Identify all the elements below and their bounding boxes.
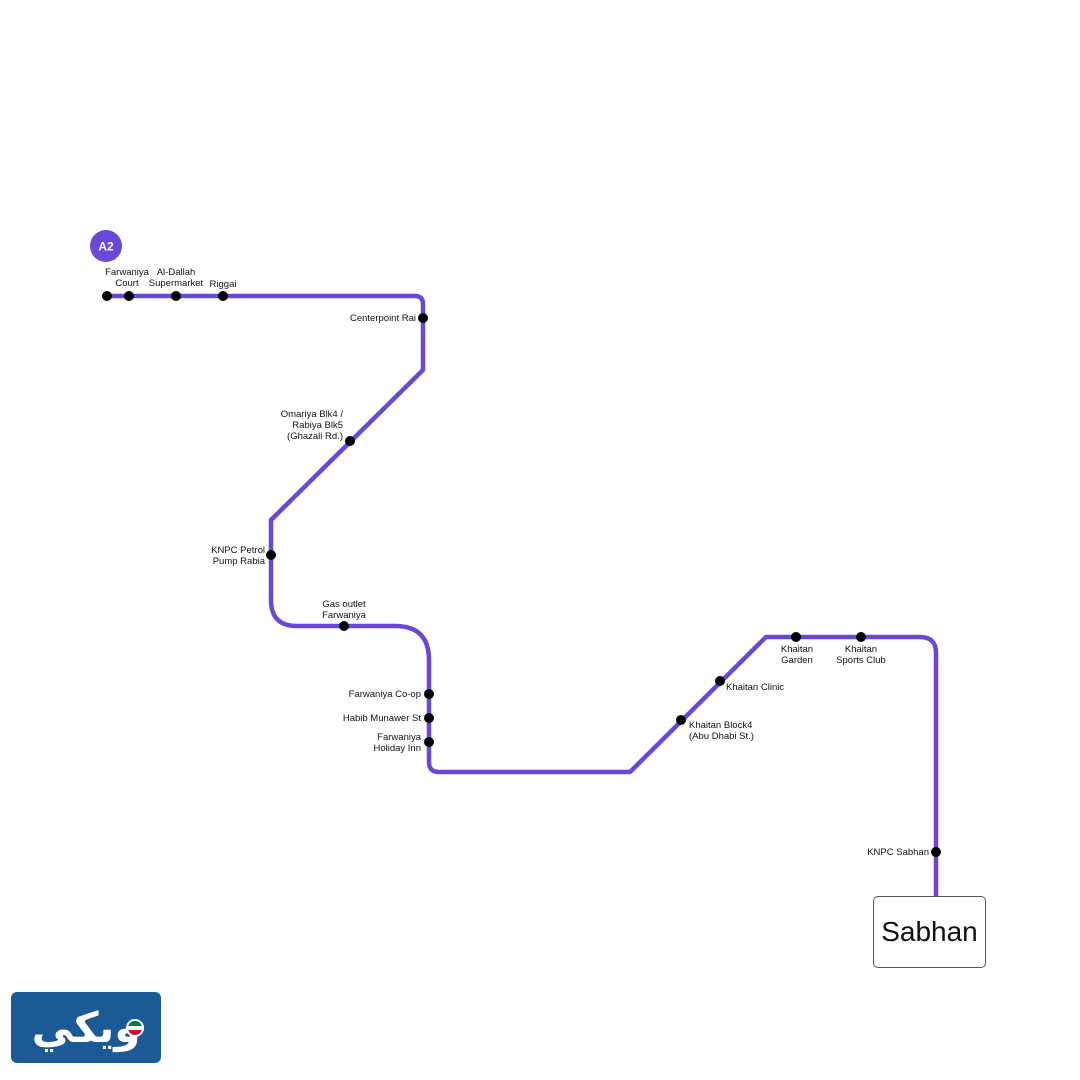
stop-dot-s2 — [171, 291, 181, 301]
stop-dot-s4 — [418, 313, 428, 323]
stop-dot-s14 — [856, 632, 866, 642]
terminus-box: Sabhan — [873, 896, 986, 968]
stop-label-s4: Centerpoint Rai — [350, 313, 416, 324]
stop-label-s11: Khaitan Block4(Abu Dhabi St.) — [689, 720, 754, 742]
stop-label-s12: Khaitan Clinic — [726, 682, 784, 693]
stop-dot-s15 — [931, 847, 941, 857]
stop-label-s15: KNPC Sabhan — [867, 847, 929, 858]
stop-dot-s0 — [102, 291, 112, 301]
stop-label-s8: Farwaniya Co-op — [349, 689, 421, 700]
stop-dot-s5 — [345, 436, 355, 446]
route-line — [104, 293, 939, 899]
logo-text: ويكي — [31, 1003, 141, 1052]
stop-dot-s9 — [424, 713, 434, 723]
flag-icon — [126, 1019, 144, 1037]
route-badge-label: A2 — [98, 240, 114, 254]
stop-dot-s10 — [424, 737, 434, 747]
route-badge: A2 — [90, 230, 122, 262]
stop-dot-s6 — [266, 550, 276, 560]
stop-label-s9: Habib Munawer St — [343, 713, 422, 724]
stop-dot-s12 — [715, 676, 725, 686]
stop-dot-s13 — [791, 632, 801, 642]
stops — [102, 291, 941, 857]
stop-label-s5: Omariya Blk4 /Rabiya Blk5(Ghazali Rd.) — [281, 409, 344, 442]
stop-dot-s1 — [124, 291, 134, 301]
stop-dot-s7 — [339, 621, 349, 631]
stop-dot-s3 — [218, 291, 228, 301]
stop-dot-s11 — [676, 715, 686, 725]
stop-dot-s8 — [424, 689, 434, 699]
terminus-label: Sabhan — [881, 916, 978, 947]
site-logo: ويكي — [11, 992, 161, 1063]
stop-label-s3: Riggai — [210, 279, 237, 290]
